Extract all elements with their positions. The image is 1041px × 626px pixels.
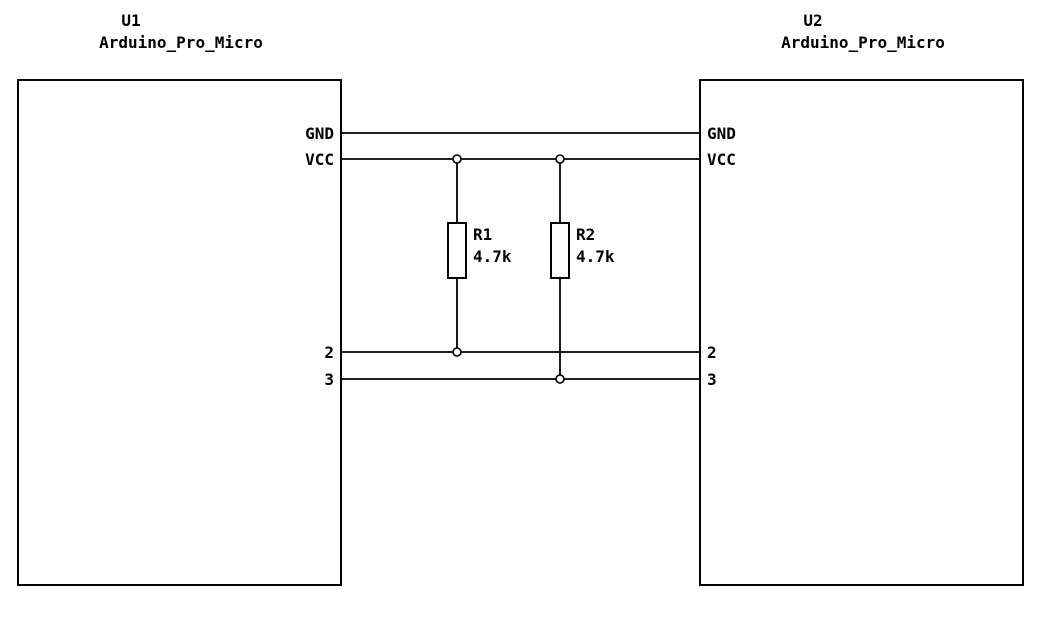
junction-vcc-r1: [452, 154, 462, 164]
component-u2-body: [699, 79, 1024, 586]
junction-net2-r1: [452, 347, 462, 357]
pin-label-u1-3: 3: [324, 370, 334, 389]
resistor-r1-body: [447, 222, 467, 279]
resistor-r2-value: 4.7k: [576, 247, 615, 266]
resistor-r2-reference: R2: [576, 225, 595, 244]
resistor-r2-body: [550, 222, 570, 279]
component-u1-reference: U1: [121, 11, 140, 30]
component-u2-value: Arduino_Pro_Micro: [781, 33, 945, 52]
resistor-r1-value: 4.7k: [473, 247, 512, 266]
component-u1-value: Arduino_Pro_Micro: [99, 33, 263, 52]
junction-net3-r2: [555, 374, 565, 384]
pin-label-u2-vcc: VCC: [707, 150, 736, 169]
component-u2-reference: U2: [803, 11, 822, 30]
pin-label-u1-gnd: GND: [305, 124, 334, 143]
component-u1-body: [17, 79, 342, 586]
junction-vcc-r2: [555, 154, 565, 164]
pin-label-u2-2: 2: [707, 343, 717, 362]
pin-label-u1-2: 2: [324, 343, 334, 362]
pin-label-u1-vcc: VCC: [305, 150, 334, 169]
pin-label-u2-gnd: GND: [707, 124, 736, 143]
pin-label-u2-3: 3: [707, 370, 717, 389]
resistor-r1-reference: R1: [473, 225, 492, 244]
